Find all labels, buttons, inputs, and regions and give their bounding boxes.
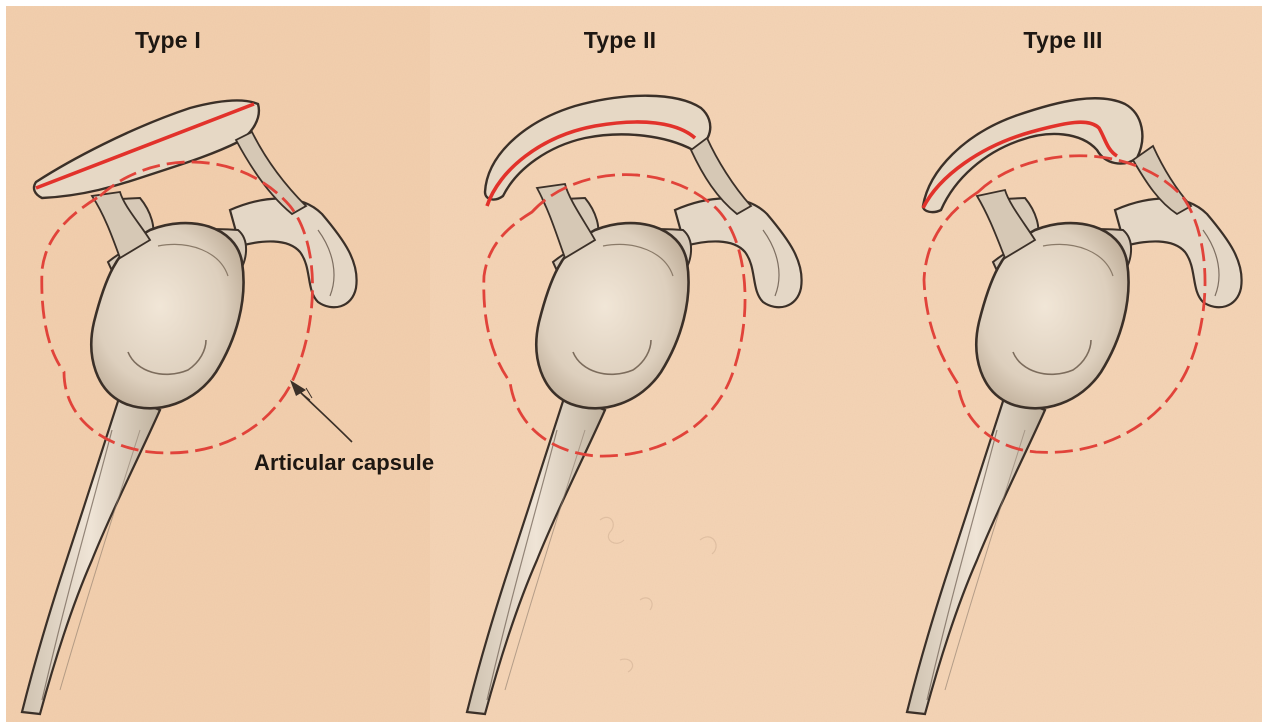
- articular-capsule-label: Articular capsule: [254, 450, 434, 475]
- panel-title-type-1: Type I: [135, 27, 201, 53]
- panel-title-type-3: Type III: [1023, 27, 1102, 53]
- panel-title-type-2: Type II: [584, 27, 657, 53]
